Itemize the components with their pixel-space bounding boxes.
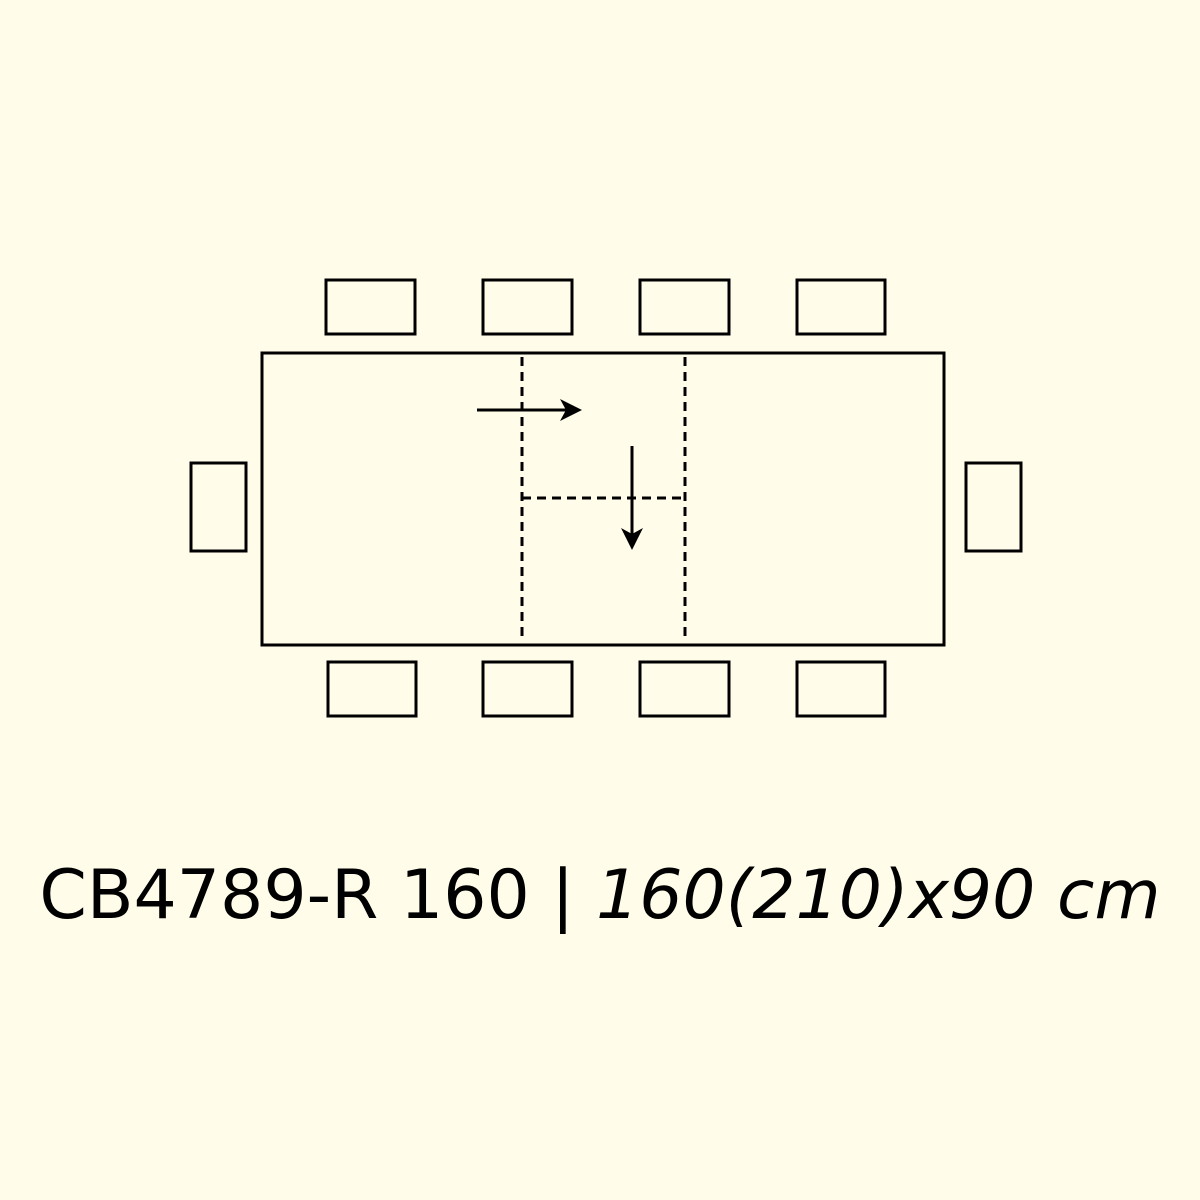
chair-bottom-2 [481,660,574,718]
caption-separator: | [551,856,575,935]
product-caption: CB4789-R 160 | 160(210)x90 cm [0,862,1200,930]
chair-left-end [189,461,248,553]
chair-bottom-4 [795,660,887,718]
table-top [260,351,946,647]
table-dimensions: 160(210)x90 cm [595,856,1161,935]
chair-bottom-1 [326,660,418,718]
chair-bottom-3 [638,660,731,718]
model-code: CB4789-R 160 [39,856,530,935]
fold-down-arrow-icon [621,446,643,550]
extend-arrow-icon [477,399,582,421]
chair-right-end [964,461,1023,553]
chair-top-4 [795,278,887,336]
chair-top-2 [481,278,574,336]
chair-top-3 [638,278,731,336]
chair-top-1 [324,278,417,336]
